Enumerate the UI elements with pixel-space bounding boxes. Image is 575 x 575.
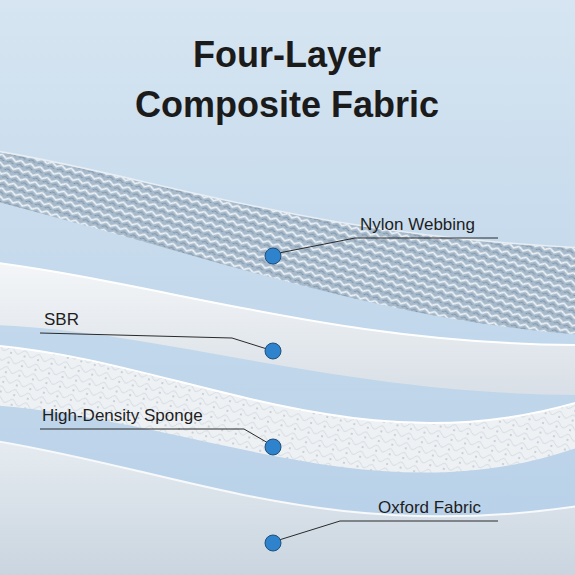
part-label: SBR bbox=[44, 310, 79, 330]
part-label: Nylon Webbing bbox=[360, 215, 475, 235]
title: Four-Layer Composite Fabric bbox=[117, 30, 457, 130]
part-label: High-Density Sponge bbox=[42, 406, 203, 426]
part-label: Oxford Fabric bbox=[378, 498, 481, 518]
